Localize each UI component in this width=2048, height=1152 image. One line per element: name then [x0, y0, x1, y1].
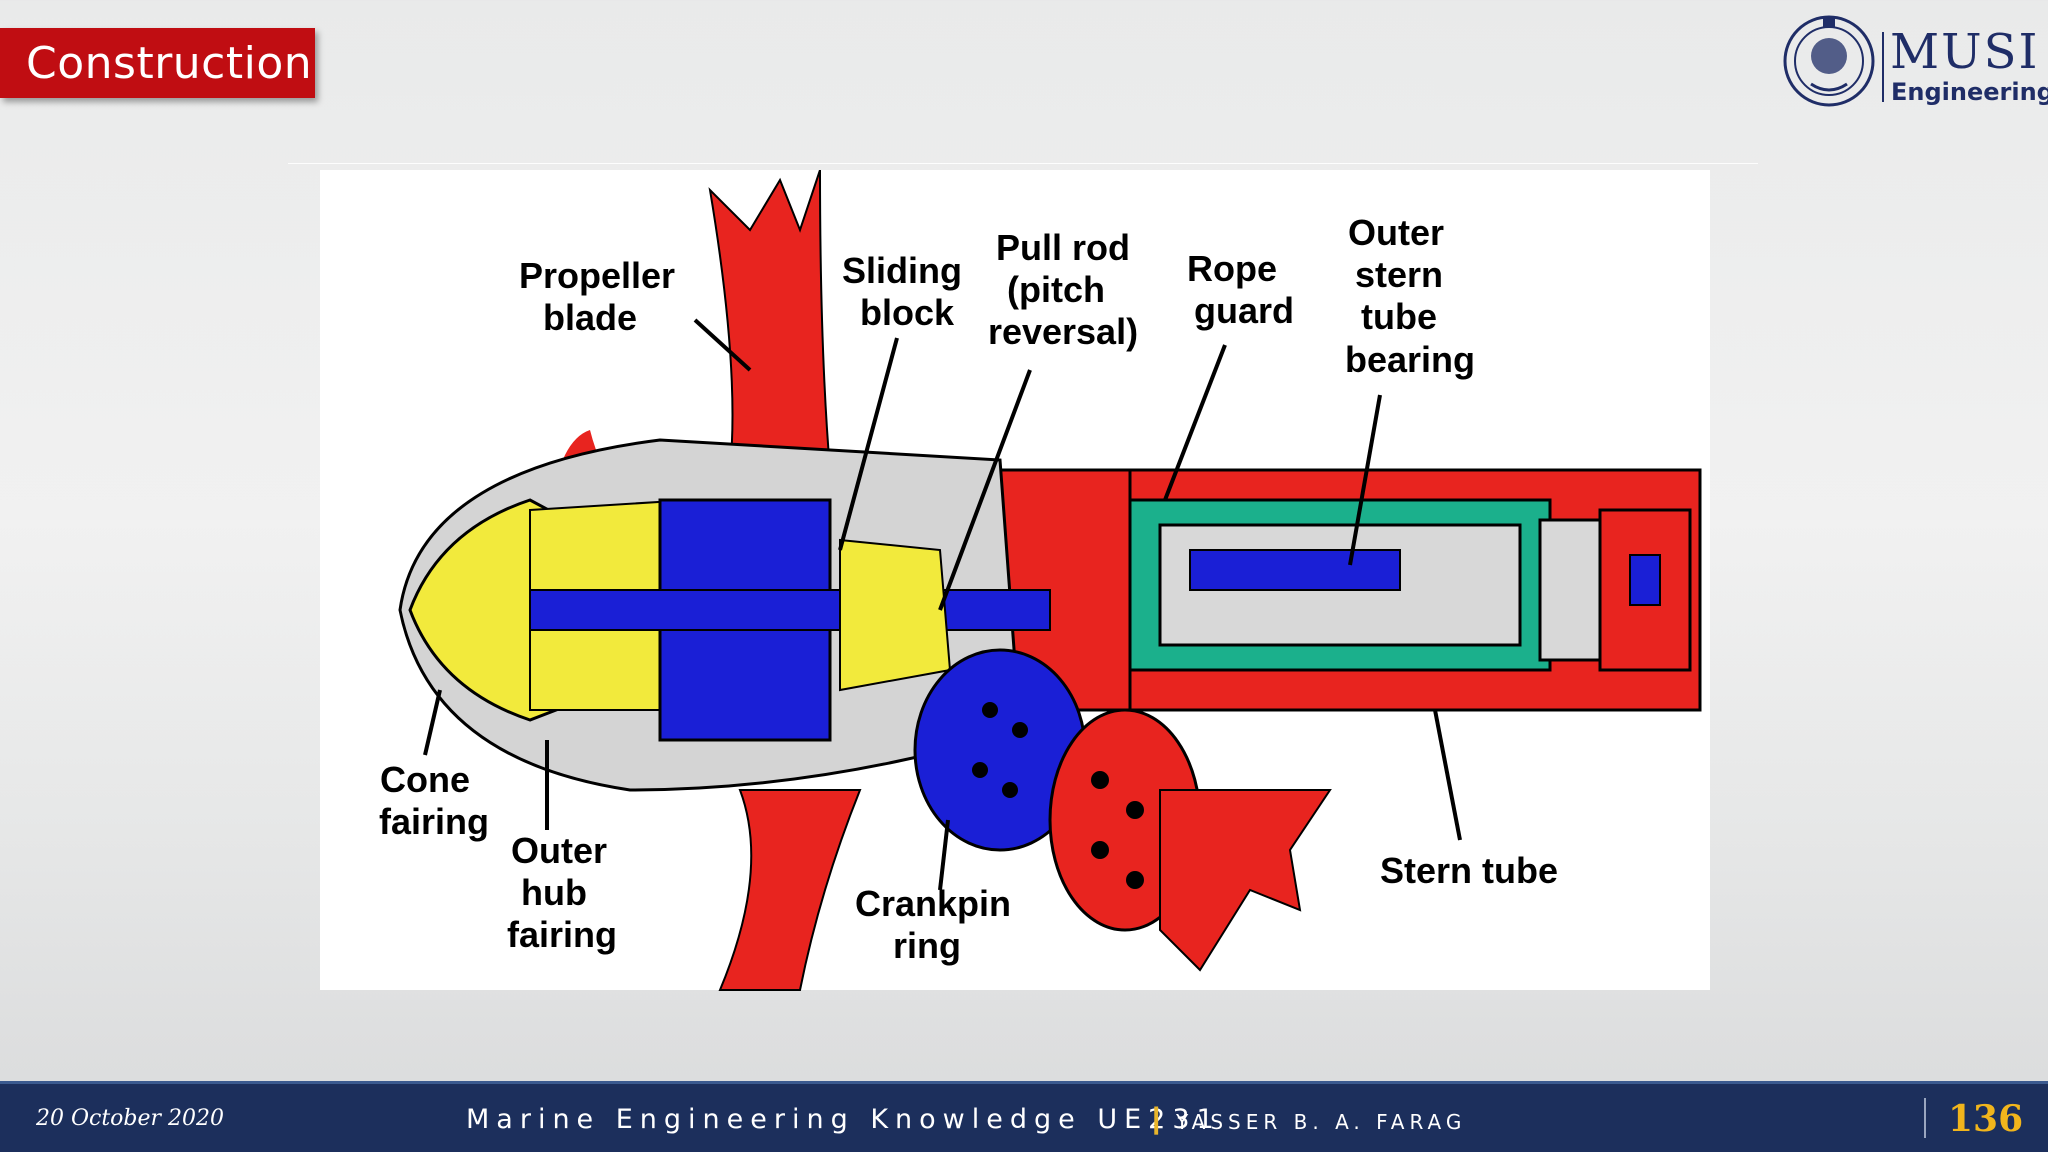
label-propeller-blade: Propeller blade [519, 255, 685, 338]
footer-separator: | [1152, 1102, 1161, 1135]
page-number: 136 [1948, 1098, 2024, 1140]
crankpin-holes [972, 702, 1028, 798]
footer-date: 20 October 2020 [36, 1106, 225, 1131]
label-rope-guard: Rope guard [1187, 248, 1294, 331]
label-outer-stern-tube-bearing: Outer stern tube bearing [1345, 212, 1475, 380]
title-divider [288, 163, 1758, 164]
label-crankpin-ring: Crankpin ring [855, 883, 1021, 966]
label-cone-fairing: Cone fairing [379, 759, 489, 842]
logo-subtitle: Engineering [1891, 78, 2048, 106]
footer-author: YASSER B. A. FARAG [1176, 1110, 1467, 1134]
flange-holes [1091, 771, 1144, 889]
pull-rod-shape [529, 589, 1051, 631]
footer-course: Marine Engineering Knowledge UE231 [466, 1104, 1221, 1135]
propeller-diagram: Propeller blade Sliding block Pull rod (… [300, 169, 1720, 1000]
slide-title-box: Construction [0, 28, 315, 98]
logo-name: MUSI [1890, 24, 2040, 80]
university-seal-icon [1783, 15, 1875, 107]
propeller-diagram-svg: Propeller blade Sliding block Pull rod (… [320, 169, 1710, 991]
upper-propeller-blade [708, 169, 832, 471]
label-outer-hub-fairing: Outer hub fairing [507, 830, 617, 955]
footer-page-divider [1924, 1098, 1926, 1138]
label-stern-tube: Stern tube [1380, 850, 1558, 891]
detached-blade [1159, 789, 1332, 972]
label-sliding-block: Sliding block [842, 250, 972, 333]
yoke-shape [839, 538, 952, 692]
slide-title: Construction [26, 37, 313, 89]
stern-tube-assembly [998, 468, 1702, 712]
lower-propeller-blade [718, 789, 862, 991]
label-pull-rod: Pull rod (pitch reversal) [988, 227, 1140, 352]
logo-separator [1882, 32, 1884, 102]
footer-bar: 20 October 2020 Marine Engineering Knowl… [0, 1081, 2048, 1152]
leader-lines [423, 318, 1462, 891]
